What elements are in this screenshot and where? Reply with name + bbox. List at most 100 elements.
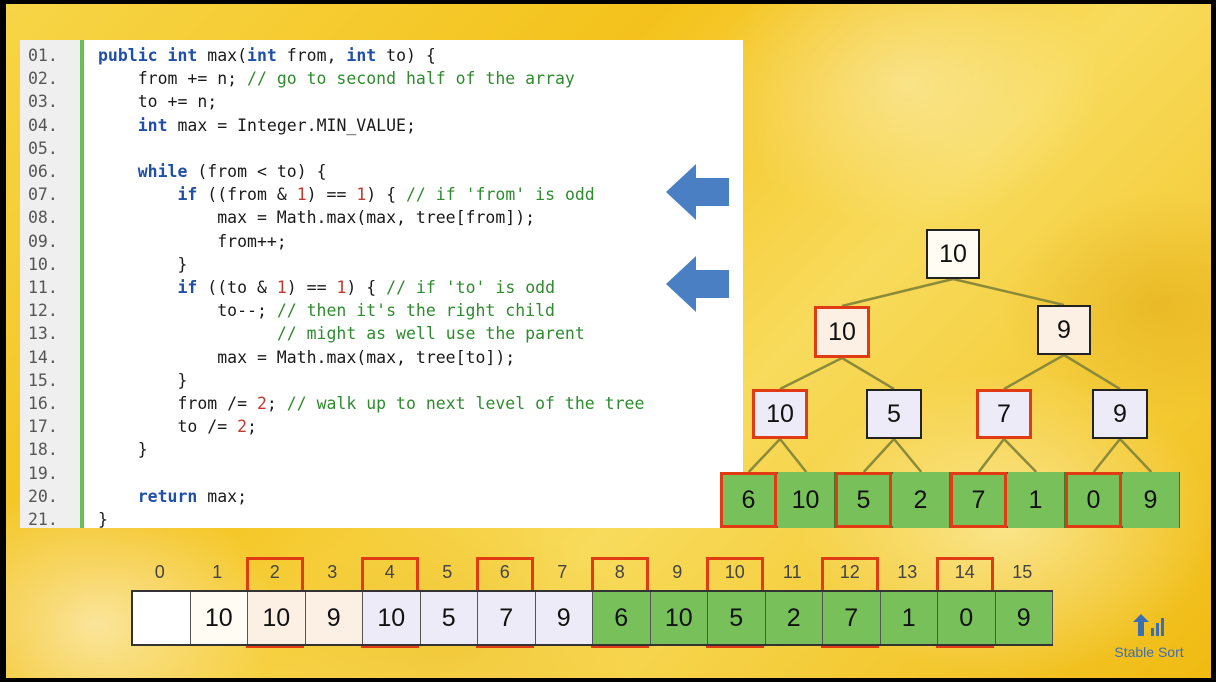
code-panel: 01.public int max(int from, int to) {02.… <box>20 40 743 529</box>
code-text: } <box>98 253 187 276</box>
tree-leaf: 2 <box>892 472 950 528</box>
line-number: 12. <box>28 301 58 321</box>
array-index-label: 1 <box>212 562 223 582</box>
array-index-label: 14 <box>954 562 975 582</box>
code-token: // then it's the right child <box>276 301 555 321</box>
code-token: 1 <box>336 278 347 297</box>
bar-chart-arrow-icon <box>1133 614 1164 636</box>
array-cell: 2 <box>765 592 823 644</box>
line-number: 20. <box>28 486 58 506</box>
array-index-label: 5 <box>442 562 453 582</box>
code-text: to--; // then it's the right child <box>98 299 555 322</box>
code-token: return <box>137 486 208 506</box>
line-number: 16. <box>28 394 58 413</box>
line-number: 03. <box>28 92 58 112</box>
array-index-label: 3 <box>327 562 338 582</box>
array-index-label: 0 <box>154 562 165 582</box>
tree-node-root: 10 <box>926 229 980 279</box>
array-cell: 9 <box>305 592 363 644</box>
tree-leaf: 1 <box>1007 472 1065 528</box>
code-text: to += n; <box>98 90 217 113</box>
code-token: max = Integer.MIN_VALUE; <box>177 115 416 135</box>
code-token: from += n; <box>98 69 248 89</box>
array-cell <box>133 592 191 644</box>
line-number: 08. <box>28 208 58 228</box>
code-text: max = Math.max(max, tree[from]); <box>98 206 535 229</box>
code-token: } <box>98 440 148 460</box>
code-token: } <box>98 510 108 529</box>
code-token: to--; <box>98 301 277 321</box>
line-number: 10. <box>28 254 58 274</box>
array-cell: 10 <box>650 592 708 644</box>
line-number: 18. <box>28 440 58 460</box>
line-number: 21. <box>28 510 58 529</box>
code-token: to += n; <box>98 92 218 112</box>
code-token: int <box>346 46 387 65</box>
code-token: } <box>98 370 188 390</box>
code-token: if <box>177 185 208 205</box>
code-token: from /= <box>98 394 257 413</box>
code-token: to) { <box>386 46 436 65</box>
code-token: from++; <box>98 231 287 251</box>
tree-node: 10 <box>814 306 870 358</box>
line-number: 13. <box>28 324 58 344</box>
code-token: ) { <box>346 278 387 297</box>
array-cell: 5 <box>420 592 478 644</box>
tree-edge <box>841 277 954 308</box>
code-token: ) { <box>366 185 406 205</box>
slide: 01.public int max(int from, int to) {02.… <box>6 4 1211 678</box>
line-number: 05. <box>28 138 58 158</box>
left-arrow-icon <box>666 164 729 220</box>
array-cell: 10 <box>190 592 248 644</box>
tree-edge <box>1092 438 1121 473</box>
tree-edge <box>779 438 808 473</box>
code-text: while (from < to) { <box>98 160 327 183</box>
array-index-label: 2 <box>269 562 280 582</box>
tree-node: 7 <box>976 389 1032 439</box>
code-token: ) == <box>286 278 337 297</box>
tree-edge <box>977 438 1005 473</box>
code-text: int max = Integer.MIN_VALUE; <box>98 114 416 137</box>
code-token: from, <box>286 46 347 65</box>
tree-leaf: 0 <box>1065 472 1122 528</box>
array-index-label: 4 <box>384 562 395 582</box>
code-text: from += n; // go to second half of the a… <box>98 67 575 90</box>
array-index-label: 13 <box>897 562 918 582</box>
code-token: public int <box>98 46 208 65</box>
array-index-label: 6 <box>499 562 510 582</box>
code-text: if ((from & 1) == 1) { // if 'from' is o… <box>98 183 594 206</box>
array-cell: 10 <box>363 592 421 644</box>
code-token: 1 <box>356 185 367 205</box>
code-token: int <box>137 115 178 135</box>
line-number: 14. <box>28 347 58 367</box>
code-token: 1 <box>276 278 287 297</box>
array-cell: 0 <box>938 592 996 644</box>
code-text: from++; <box>98 230 287 253</box>
code-text: if ((to & 1) == 1) { // if 'to' is odd <box>98 276 555 299</box>
tree-node: 9 <box>1037 305 1091 355</box>
code-token: 2 <box>237 417 248 437</box>
code-token: max = Math.max(max, tree[to]); <box>98 347 516 367</box>
array-index-label: 10 <box>724 562 745 582</box>
line-number: 19. <box>28 463 58 483</box>
code-token: max = Math.max(max, tree[from]); <box>98 208 536 228</box>
tree-edge <box>1003 353 1065 391</box>
tree-node: 5 <box>866 389 922 439</box>
array-index-label: 15 <box>1012 562 1033 582</box>
logo-text: Stable Sort <box>1114 644 1184 660</box>
array-cell: 6 <box>593 592 651 644</box>
code-token: max; <box>207 486 248 506</box>
tree-edge <box>1119 438 1153 473</box>
code-token: // if 'to' is odd <box>386 278 556 297</box>
tree-edge <box>893 438 923 473</box>
code-token: // go to second half of the array <box>247 69 575 89</box>
tree-edge <box>779 356 843 391</box>
code-token: max( <box>207 46 248 65</box>
code-token: ; <box>266 394 287 413</box>
tree-edge <box>862 438 895 473</box>
tree-leaf: 9 <box>1122 472 1180 528</box>
line-number: 02. <box>28 69 58 89</box>
code-token: if <box>177 278 208 297</box>
tree-edge <box>1063 353 1121 391</box>
tree-edge <box>841 356 895 391</box>
